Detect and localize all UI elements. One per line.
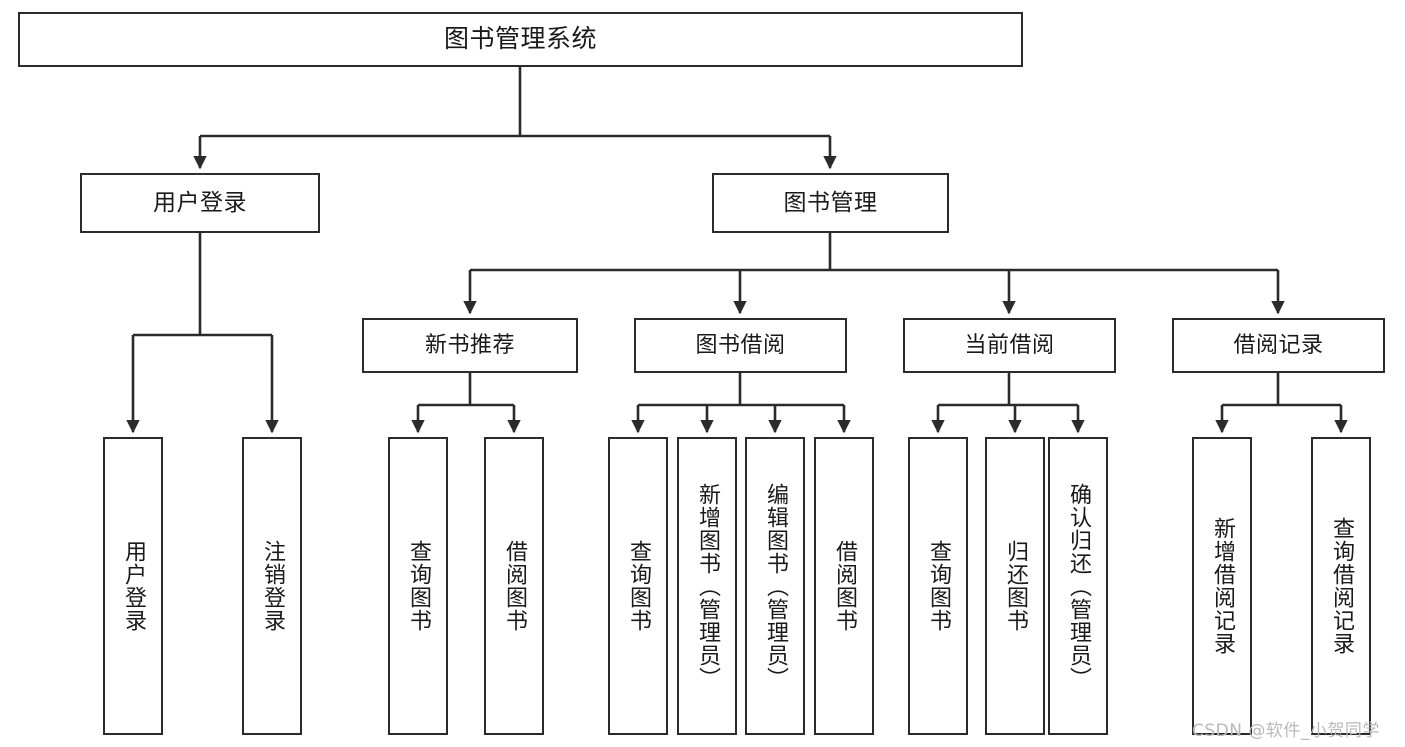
node-leaf-confirm-return-label: 确认归还（管理员） bbox=[1065, 482, 1091, 690]
node-leaf-query-borrow-record[interactable]: 查询借阅记录 bbox=[1311, 437, 1371, 735]
node-leaf-query-borrow-record-label: 查询借阅记录 bbox=[1328, 517, 1354, 655]
node-leaf-add-book-admin[interactable]: 新增图书（管理员） bbox=[677, 437, 737, 735]
node-borrow-record[interactable]: 借阅记录 bbox=[1172, 318, 1385, 373]
node-book-manage-label: 图书管理 bbox=[783, 189, 878, 216]
node-leaf-add-borrow-record-label: 新增借阅记录 bbox=[1209, 517, 1235, 655]
node-book-borrow-label: 图书借阅 bbox=[695, 332, 786, 358]
node-user-login-label: 用户登录 bbox=[153, 189, 247, 216]
node-leaf-add-borrow-record[interactable]: 新增借阅记录 bbox=[1192, 437, 1252, 735]
node-leaf-user-logout[interactable]: 注销登录 bbox=[242, 437, 302, 735]
node-current-borrow-label: 当前借阅 bbox=[964, 332, 1055, 358]
node-leaf-confirm-return[interactable]: 确认归还（管理员） bbox=[1048, 437, 1108, 735]
node-leaf-return-book-label: 归还图书 bbox=[1002, 540, 1028, 632]
node-new-book-rec[interactable]: 新书推荐 bbox=[362, 318, 578, 373]
node-leaf-borrow-book-label: 借阅图书 bbox=[831, 540, 857, 632]
node-root[interactable]: 图书管理系统 bbox=[18, 12, 1023, 67]
node-leaf-user-login[interactable]: 用户登录 bbox=[103, 437, 163, 735]
node-borrow-record-label: 借阅记录 bbox=[1233, 332, 1324, 358]
node-leaf-add-book-admin-label: 新增图书（管理员） bbox=[694, 482, 720, 690]
csdn-watermark: CSDN @软件_小贺同学 bbox=[1192, 721, 1380, 741]
node-leaf-user-login-label: 用户登录 bbox=[120, 540, 146, 632]
node-leaf-borrow-book-rec-label: 借阅图书 bbox=[501, 540, 527, 632]
node-leaf-query-book-current[interactable]: 查询图书 bbox=[908, 437, 968, 735]
node-leaf-query-book-rec[interactable]: 查询图书 bbox=[388, 437, 448, 735]
node-user-login[interactable]: 用户登录 bbox=[80, 173, 320, 233]
node-leaf-edit-book-admin-label: 编辑图书（管理员） bbox=[762, 482, 788, 690]
node-leaf-query-book-borrow[interactable]: 查询图书 bbox=[608, 437, 668, 735]
node-leaf-query-book-borrow-label: 查询图书 bbox=[625, 540, 651, 632]
node-root-label: 图书管理系统 bbox=[443, 24, 597, 54]
node-leaf-user-logout-label: 注销登录 bbox=[259, 540, 285, 632]
node-leaf-borrow-book[interactable]: 借阅图书 bbox=[814, 437, 874, 735]
node-new-book-rec-label: 新书推荐 bbox=[424, 332, 515, 358]
node-book-borrow[interactable]: 图书借阅 bbox=[634, 318, 847, 373]
node-leaf-edit-book-admin[interactable]: 编辑图书（管理员） bbox=[745, 437, 805, 735]
node-leaf-return-book[interactable]: 归还图书 bbox=[985, 437, 1045, 735]
node-current-borrow[interactable]: 当前借阅 bbox=[903, 318, 1116, 373]
node-leaf-borrow-book-rec[interactable]: 借阅图书 bbox=[484, 437, 544, 735]
node-leaf-query-book-rec-label: 查询图书 bbox=[405, 540, 431, 632]
node-leaf-query-book-current-label: 查询图书 bbox=[925, 540, 951, 632]
node-book-manage[interactable]: 图书管理 bbox=[712, 173, 949, 233]
